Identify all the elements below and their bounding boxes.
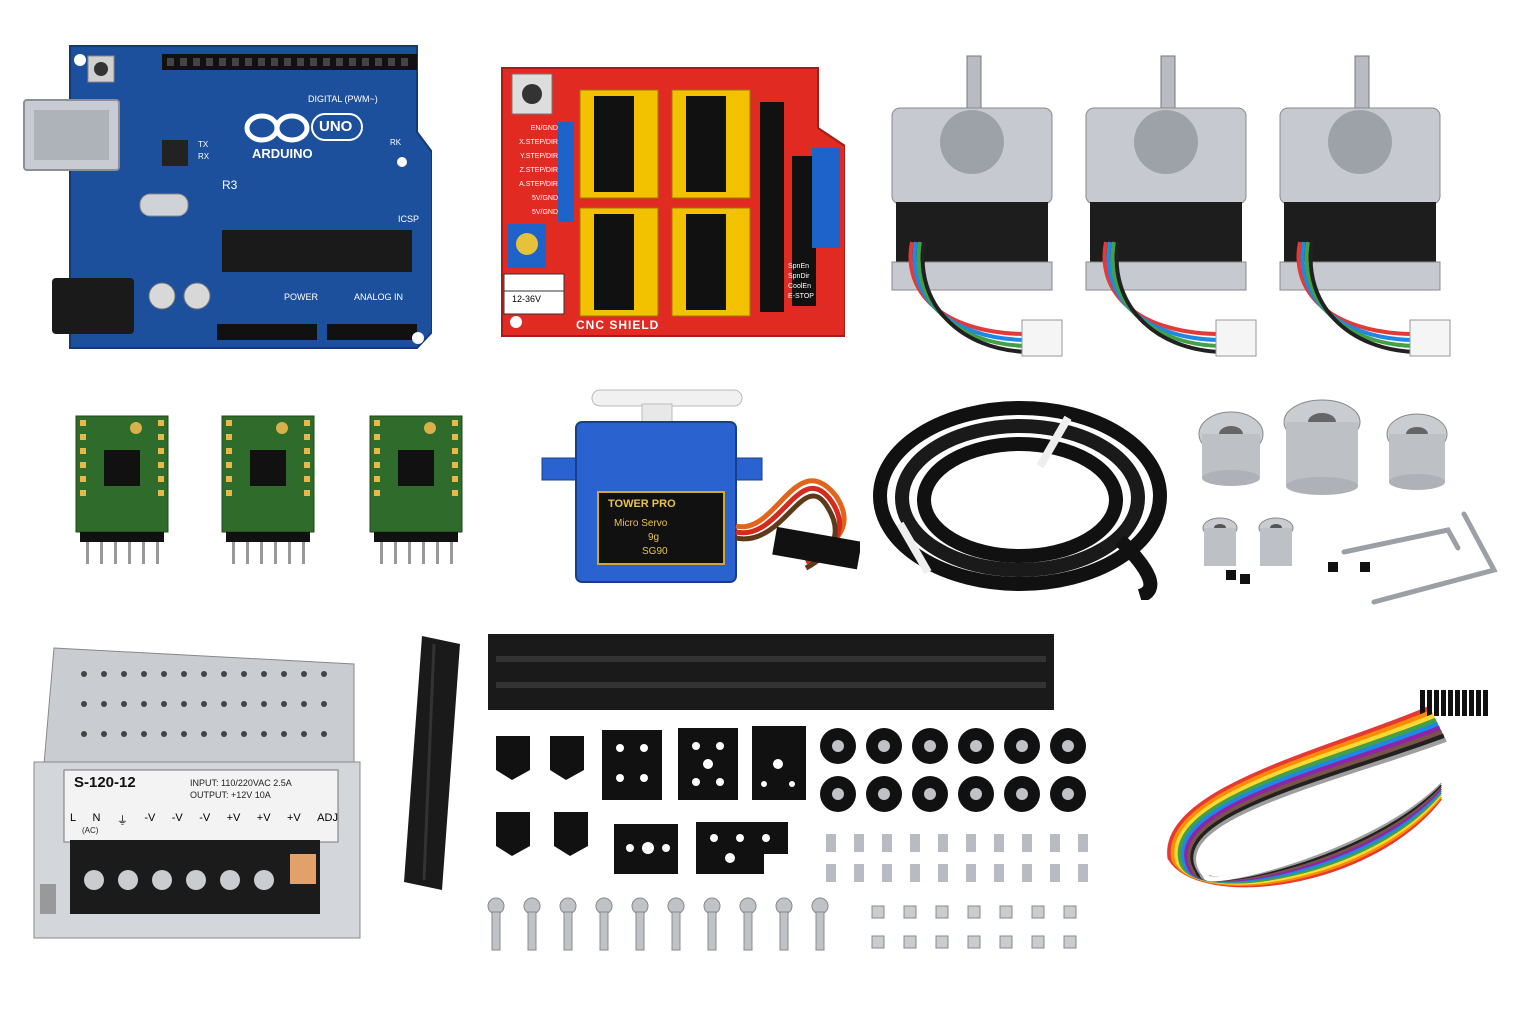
power-supply: S-120-12 INPUT: 110/220VAC 2.5A OUTPUT: … xyxy=(24,644,364,944)
micro-servo: TOWER PRO Micro Servo 9g SG90 xyxy=(536,386,862,586)
cnc-label-spndir: SpnDir xyxy=(788,273,810,280)
cnc-label-5v-2: 5V/GND xyxy=(531,209,558,216)
jumper-wire-connector xyxy=(1455,690,1460,716)
mounting-plate xyxy=(694,820,794,878)
arduino-digital-label: DIGITAL (PWM~) xyxy=(308,94,378,104)
cnc-label-x: X.STEP/DIR xyxy=(519,139,558,146)
mounting-plate xyxy=(676,726,742,804)
corner-bracket xyxy=(544,730,594,786)
arduino-rev-text: R3 xyxy=(222,178,238,192)
v-wheel-grid xyxy=(816,724,1100,820)
psu-terminal-pos-3: +V xyxy=(286,812,301,824)
psu-terminal-neg-2: -V xyxy=(171,812,183,824)
cnc-shield-pin-labels: EN/GND X.STEP/DIR Y.STEP/DIR Z.STEP/DIR … xyxy=(506,122,558,220)
psu-terminal-l: L xyxy=(70,812,77,824)
psu-model-label: S-120-12 xyxy=(74,774,136,791)
servo-brand-label: TOWER PRO xyxy=(608,498,676,510)
stepper-motor xyxy=(1270,52,1460,372)
stepper-motor xyxy=(882,52,1072,372)
stepper-driver xyxy=(368,414,464,568)
psu-ac-label: (AC) xyxy=(82,826,99,835)
cnc-voltage-label: 12-36V xyxy=(512,294,542,304)
arduino-rk-label: RK xyxy=(390,138,402,147)
jumper-wire-connector xyxy=(1434,690,1439,716)
psu-terminal-neg-1: -V xyxy=(144,812,156,824)
jumper-wire-connector xyxy=(1448,690,1453,716)
psu-input-label: INPUT: 110/220VAC 2.5A xyxy=(190,778,292,788)
cnc-shield-title: CNC SHIELD xyxy=(576,318,660,332)
arduino-analog-label: ANALOG IN xyxy=(354,292,404,302)
jumper-wire-connector xyxy=(1483,690,1488,716)
jumper-wire-connector xyxy=(1427,690,1432,716)
cnc-label-spnen: SpnEn xyxy=(788,263,810,270)
cnc-label-z: Z.STEP/DIR xyxy=(519,167,558,174)
jumper-wire-connector xyxy=(1462,690,1467,716)
cnc-label-a: A.STEP/DIR xyxy=(519,181,558,188)
arduino-uno-board: ARDUINO UNO R3 DIGITAL (PWM~) POWER ANAL… xyxy=(22,42,433,352)
arduino-rx-label: RX xyxy=(198,152,210,161)
brass-spacers xyxy=(820,832,1100,888)
mounting-plate xyxy=(600,728,666,804)
servo-weight-label: 9g xyxy=(648,532,660,543)
jumper-wire-connector xyxy=(1476,690,1481,716)
psu-terminal-pos-2: +V xyxy=(256,812,271,824)
psu-output-label: OUTPUT: +12V 10A xyxy=(190,790,271,800)
cnc-right-labels: SpnEn SpnDir CoolEn E-STOP xyxy=(788,262,840,302)
servo-model-label: SG90 xyxy=(642,546,668,557)
aluminum-extrusion-vertical xyxy=(398,630,468,894)
corner-bracket xyxy=(548,806,598,862)
mounting-plate xyxy=(612,822,682,878)
cnc-shield-board: EN/GND X.STEP/DIR Y.STEP/DIR Z.STEP/DIR … xyxy=(500,66,846,340)
aluminum-extrusion-horizontal xyxy=(486,628,1056,718)
idler-pulley-small xyxy=(1256,516,1296,572)
arduino-tx-label: TX xyxy=(198,140,209,149)
psu-terminal-adj: ADJ xyxy=(317,812,338,824)
m5-screws xyxy=(484,896,854,956)
gt2-pulley xyxy=(1280,396,1364,496)
psu-terminal-n: N xyxy=(92,812,101,824)
cnc-label-en: EN/GND xyxy=(530,125,558,132)
corner-bracket xyxy=(490,806,540,862)
jumper-wire xyxy=(1196,741,1449,882)
jumper-wire-connector xyxy=(1441,690,1446,716)
jumper-wire-connector xyxy=(1469,690,1474,716)
cnc-label-estop: E-STOP xyxy=(788,293,814,300)
idler-pulley-small xyxy=(1200,516,1240,572)
stepper-motor xyxy=(1076,52,1266,372)
psu-terminal-neg-3: -V xyxy=(199,812,211,824)
psu-terminal-labels: L N ⏚ -V -V -V +V +V +V ADJ xyxy=(70,812,338,828)
arduino-power-label: POWER xyxy=(284,292,319,302)
arduino-logo-text: ARDUINO xyxy=(252,146,313,161)
cnc-label-y: Y.STEP/DIR xyxy=(520,153,558,160)
hex-nuts xyxy=(868,902,1104,954)
gt2-pulley xyxy=(1384,410,1450,492)
allen-wrench xyxy=(1338,508,1508,608)
jumper-wire-bundle xyxy=(1140,688,1510,920)
stepper-driver xyxy=(220,414,316,568)
arduino-model-text: UNO xyxy=(319,118,353,135)
cnc-label-5v-1: 5V/GND xyxy=(531,195,558,202)
set-screws xyxy=(1220,556,1380,586)
arduino-icsp-label: ICSP xyxy=(398,214,420,224)
corner-bracket xyxy=(490,730,540,786)
psu-terminal-ground: ⏚ xyxy=(116,815,128,827)
psu-terminal-pos-1: +V xyxy=(226,812,241,824)
gt2-pulley xyxy=(1196,406,1266,486)
cnc-label-coolen: CoolEn xyxy=(788,283,811,290)
motor-mount-bracket xyxy=(750,724,810,804)
jumper-wire-connector xyxy=(1420,690,1425,716)
servo-type-label: Micro Servo xyxy=(614,518,668,529)
timing-belt-coil xyxy=(870,400,1180,603)
stepper-driver xyxy=(74,414,170,568)
